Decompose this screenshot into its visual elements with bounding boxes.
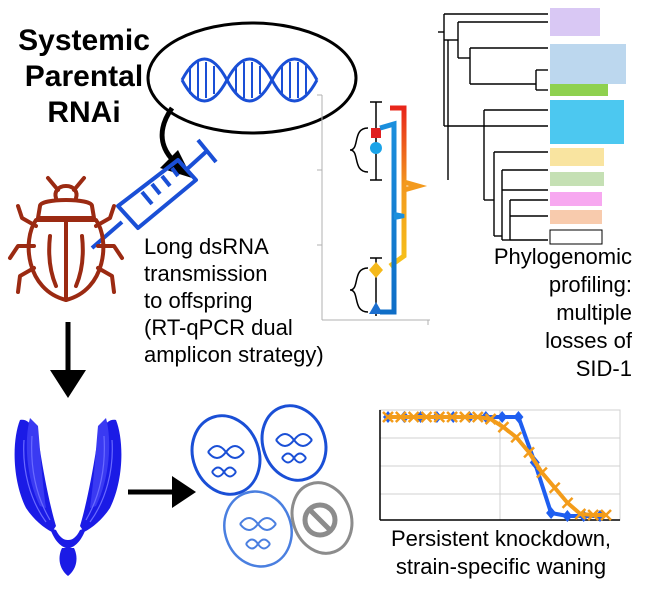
data-point-cross — [497, 421, 510, 434]
data-point-circle-blue — [370, 142, 382, 154]
data-point-cross — [382, 411, 394, 423]
tip-box — [550, 210, 602, 224]
data-point-cross — [574, 508, 587, 520]
data-point-cross — [484, 413, 497, 425]
data-point-cross — [587, 509, 600, 521]
phylo-line-1: Phylogenomic — [493, 244, 632, 269]
egg-with-dsrna-1 — [190, 414, 262, 496]
transmission-line-1: Long dsRNA — [144, 234, 269, 259]
phylogenetic-tree — [438, 13, 548, 241]
beetle-icon — [8, 176, 124, 302]
data-point-cross — [394, 411, 407, 423]
dna-helix-icon — [180, 57, 319, 103]
tip-box — [549, 229, 603, 245]
data-point-diamond — [497, 411, 508, 424]
data-point-cross — [510, 431, 523, 444]
data-point-cross — [535, 466, 548, 479]
ovary-icon — [14, 418, 122, 576]
egg-no-dsrna — [290, 481, 354, 555]
data-point-cross — [600, 509, 612, 521]
rt-qpcr-dot-plot — [317, 94, 430, 325]
title-line-1: Systemic — [18, 24, 150, 57]
knockdown-line-chart — [379, 409, 621, 522]
phylo-line-2: profiling: — [548, 272, 632, 297]
tip-box — [550, 8, 600, 36]
data-point-diamond — [513, 411, 524, 424]
phylo-line-3: multiple — [556, 300, 632, 325]
data-point-cross — [459, 411, 471, 423]
data-point-diamond-yellow — [369, 262, 383, 278]
data-point-cross — [548, 481, 561, 494]
ovariole-lines — [23, 435, 113, 523]
title-line-2: Parental — [24, 60, 144, 93]
data-point-cross — [407, 411, 420, 423]
transmission-line-2: transmission — [144, 261, 268, 286]
data-point-cross — [446, 411, 459, 423]
data-point-diamond — [562, 509, 573, 522]
tip-box — [550, 148, 604, 166]
data-point-triangle-blue — [369, 302, 383, 314]
egg-with-dsrna-2 — [260, 404, 328, 482]
data-point-cross — [420, 411, 433, 423]
phylogenetic-tip-boxes — [549, 8, 626, 245]
title-line-3: RNAi — [47, 96, 121, 129]
knockdown-line-2: strain-specific waning — [395, 554, 607, 579]
data-point-cross — [523, 446, 535, 459]
data-point-square-red — [371, 128, 381, 138]
phylo-line-4: losses of — [545, 328, 632, 353]
ovary-to-eggs-arrow — [128, 476, 196, 508]
tip-box — [550, 172, 604, 186]
beetle-to-ovary-arrow — [50, 322, 86, 398]
prohibited-icon — [302, 502, 338, 538]
tip-box — [550, 192, 602, 206]
knockdown-line-1: Persistent knockdown, — [390, 526, 612, 551]
tip-box — [550, 100, 624, 144]
data-point-diamond — [546, 506, 557, 519]
syringe-icon — [90, 138, 218, 250]
phylo-line-5: SID-1 — [575, 356, 632, 381]
transmission-line-4: (RT-qPCR dual — [144, 315, 293, 340]
data-point-cross — [471, 411, 484, 423]
data-point-cross — [561, 496, 574, 509]
dna-speech-bubble — [146, 21, 358, 135]
tip-box — [550, 84, 608, 96]
data-point-cross — [433, 411, 446, 423]
egg-with-dsrna-3 — [223, 490, 293, 568]
transmission-line-5: amplicon strategy) — [144, 342, 324, 367]
transmission-line-3: to offspring — [144, 288, 253, 313]
tip-box — [550, 44, 626, 84]
